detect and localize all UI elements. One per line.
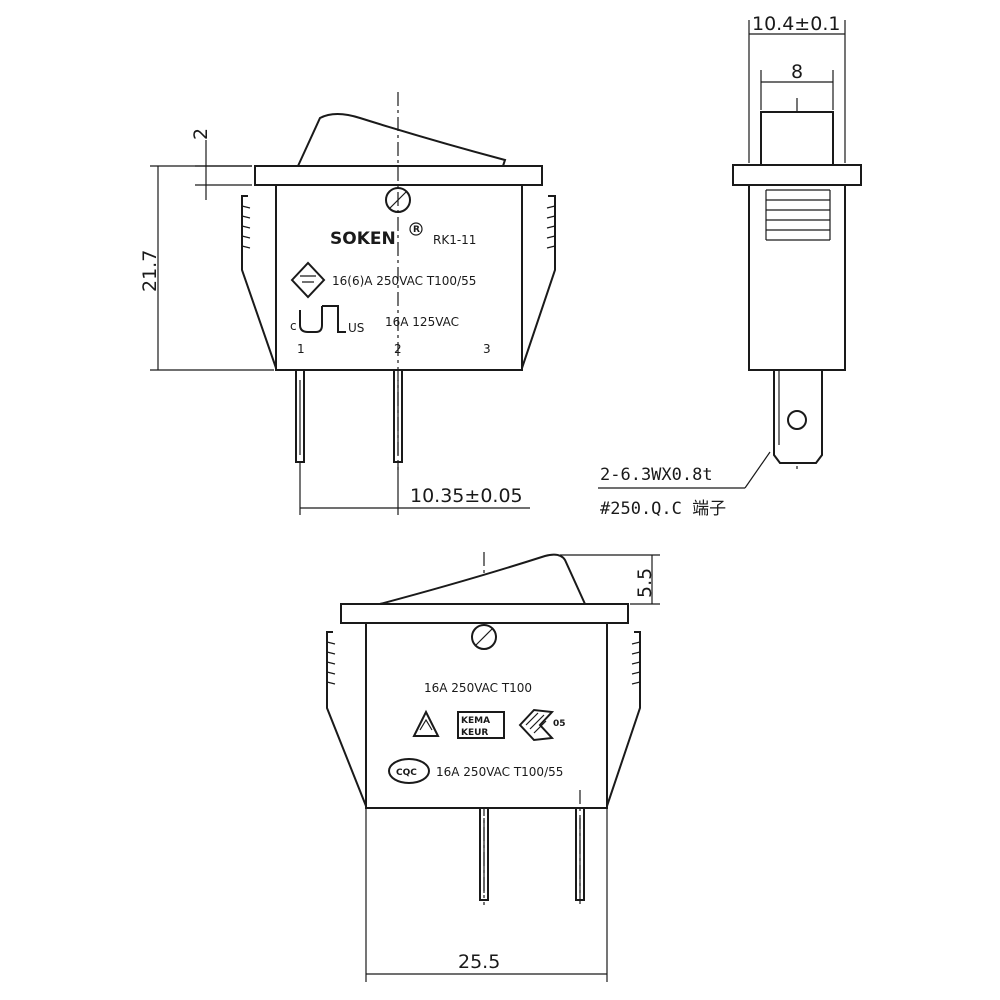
model-label: RK1-11 [433, 233, 476, 247]
dim-front-width-label: 25.5 [458, 951, 500, 973]
left-clip [241, 195, 277, 369]
rocker-actuator [296, 113, 507, 167]
ul-suffix: US [348, 321, 364, 335]
dim-pitch-label: 10.35±0.05 [410, 485, 523, 507]
approval-mark-hatch [525, 712, 547, 734]
front-rocker [379, 553, 587, 605]
rating-vde: 16(6)A 250VAC T100/55 [332, 274, 476, 288]
right-clip [521, 195, 556, 369]
dim-front-rocker-label: 5.5 [634, 568, 656, 598]
front-left-clip-teeth [326, 641, 336, 685]
terminal-hole-icon [787, 410, 807, 430]
left-clip-teeth [241, 205, 251, 249]
side-rocker [760, 111, 834, 166]
side-fins [765, 189, 831, 241]
approval-mark-icon [518, 708, 555, 742]
brand-label: SOKEN [330, 229, 396, 249]
side-body [748, 184, 846, 371]
registered-icon [409, 222, 423, 236]
dim-side-width-label: 10.4±0.1 [752, 13, 840, 35]
terminal-type-label: #250.Q.C 端子 [600, 499, 726, 519]
terminal-spec-label: 2-6.3WX0.8t [600, 465, 713, 485]
front-flange [340, 603, 629, 624]
triangle-mark-icon [412, 709, 440, 737]
mark-05: 05 [553, 719, 566, 729]
side-view: 10.4±0.1 8 2-6.3WX0.8t #250.Q.C 端子 [598, 13, 862, 519]
front-pin-left [479, 807, 489, 901]
rating-ul: 16A 125VAC [385, 315, 459, 329]
front-screw-icon [471, 624, 497, 650]
side-flange [732, 164, 862, 186]
ul-prefix: c [290, 319, 297, 333]
dim-rocker-label: 2 [190, 128, 212, 140]
ul-icon [299, 305, 346, 333]
pin-number-1: 1 [297, 342, 305, 356]
pin-number-2: 2 [394, 342, 402, 356]
front-rating-1: 16A 250VAC T100 [424, 681, 532, 695]
triangle-mark-detail [419, 718, 433, 731]
right-clip-teeth [546, 205, 556, 249]
kema-top: KEMA [461, 716, 490, 726]
registered-mark: R [413, 225, 420, 235]
front-screw-slot [474, 627, 494, 647]
pin-number-3: 3 [483, 342, 491, 356]
dim-side-inner-label: 8 [791, 61, 803, 83]
kema-bottom: KEUR [461, 728, 488, 738]
cqc-label: CQC [396, 768, 417, 778]
front-view: 16A 250VAC T100 KEMA KEUR 05 CQC 16A 250… [326, 552, 660, 982]
front-right-clip [606, 631, 641, 807]
side-terminal [773, 369, 823, 464]
dim-height-label: 21.7 [139, 250, 161, 292]
front-right-clip-teeth [631, 641, 641, 685]
front-housing [365, 622, 608, 809]
top-view: SOKEN R RK1-11 16(6)A 250VAC T100/55 c U… [139, 92, 556, 515]
kema-icon [457, 711, 505, 739]
terminal-leader [744, 451, 771, 489]
front-rating-2: 16A 250VAC T100/55 [436, 765, 563, 779]
vde-icon-detail [300, 275, 316, 283]
cqc-icon [388, 758, 430, 784]
front-left-clip [326, 631, 367, 807]
vde-icon [290, 261, 326, 299]
